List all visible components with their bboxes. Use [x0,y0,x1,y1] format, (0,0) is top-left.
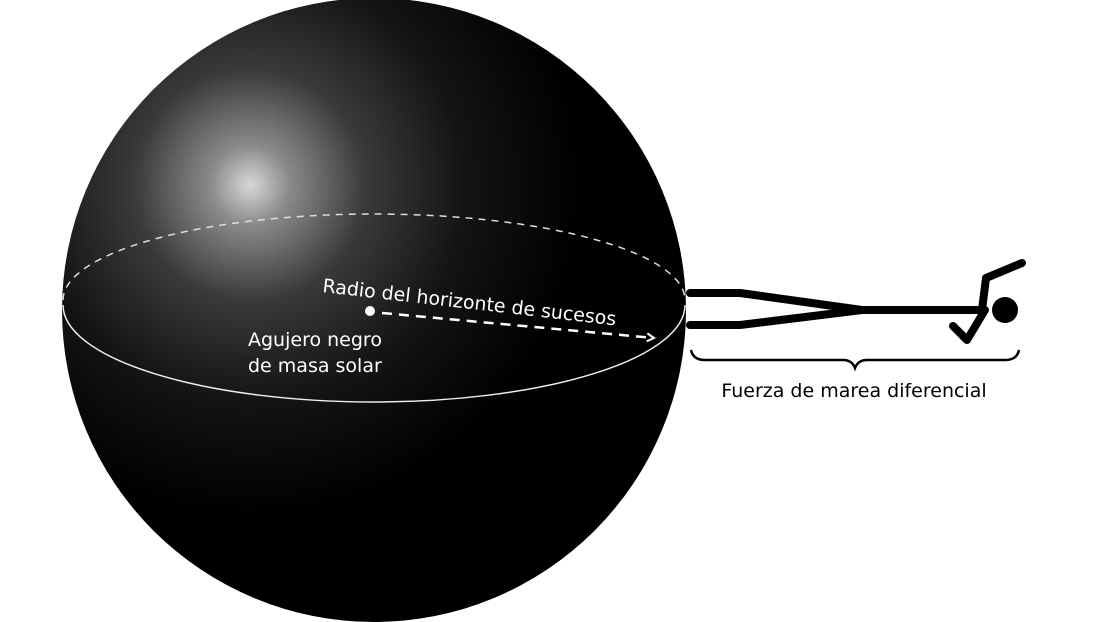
black-hole-label-line2: de masa solar [248,355,382,377]
radius-arrow [381,311,654,338]
stretched-person-icon [686,259,1026,344]
person-head [992,297,1018,323]
equator-back-dashed [62,213,686,301]
black-hole-label-line1: Agujero negro [248,329,382,351]
person-arm-down [949,306,989,344]
equator-front [62,304,686,403]
brace [689,349,1021,372]
person-leg-upper [686,289,866,314]
center-dot [365,306,375,316]
person-leg-lower [686,306,866,329]
person-arm-up [978,259,1026,314]
tidal-force-label: Fuerza de marea diferencial [721,380,986,402]
